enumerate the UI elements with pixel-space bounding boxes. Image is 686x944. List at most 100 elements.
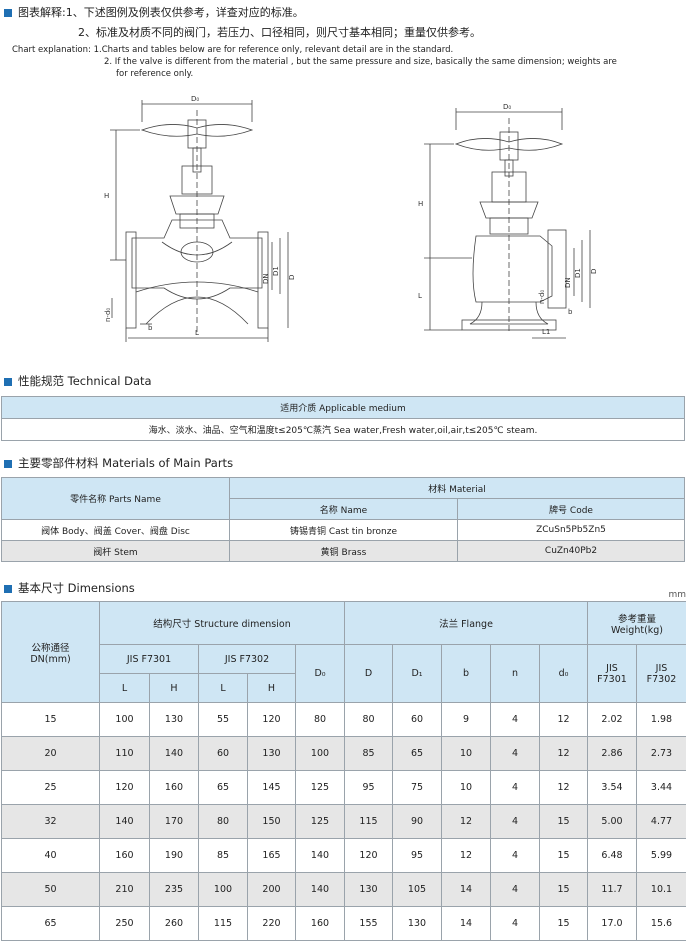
table-row: 阀体 Body、阀盖 Cover、阀盘 Disc 铸锡青铜 Cast tin b… xyxy=(1,519,685,541)
dim-col-w1: JIS F7301 xyxy=(587,644,637,703)
dim-cell: 80 xyxy=(295,702,345,737)
label-d: D xyxy=(288,275,296,280)
dim-col-w2: JIS F7302 xyxy=(636,644,686,703)
dim-cell: 140 xyxy=(149,736,199,771)
label2-l: L xyxy=(418,292,422,300)
dim-cell: 25 xyxy=(1,770,100,805)
label-h: H xyxy=(104,192,109,200)
label-nd: n-d₀ xyxy=(104,308,112,322)
dim-cell: 12 xyxy=(539,770,588,805)
dim-cell: 32 xyxy=(1,804,100,839)
bullet-square-icon xyxy=(4,585,12,593)
dim-cell: 50 xyxy=(1,872,100,907)
dim-col-flange: 法兰 Flange xyxy=(344,601,588,645)
table-row: 阀杆 Stem 黄铜 Brass CuZn40Pb2 xyxy=(1,540,685,562)
note-line-2: 2、标准及材质不同的阀门，若压力、口径相同，则尺寸基本相同；重量仅供参考。 xyxy=(78,26,481,39)
label2-d: D xyxy=(590,269,598,274)
dim-cell: 130 xyxy=(247,736,296,771)
dim-cell: 15 xyxy=(1,702,100,737)
dim-col-l2: L xyxy=(198,673,248,703)
dim-cell: 100 xyxy=(99,702,150,737)
tech-section-title: 性能规范 Technical Data xyxy=(4,373,152,389)
mat-code: CuZn40Pb2 xyxy=(457,540,685,562)
dim-cell: 105 xyxy=(392,872,442,907)
dim-cell: 65 xyxy=(1,906,100,941)
dim-col-jis1: JIS F7301 xyxy=(99,644,199,674)
dim-cell: 90 xyxy=(392,804,442,839)
dim-cell: 14 xyxy=(441,906,491,941)
dim-cell: 14 xyxy=(441,872,491,907)
dim-cell: 15.6 xyxy=(636,906,686,941)
mat-code: ZCuSn5Pb5Zn5 xyxy=(457,519,685,541)
dim-cell: 10 xyxy=(441,770,491,805)
note-en-line-2: 2. If the valve is different from the ma… xyxy=(104,57,617,67)
dim-cell: 4 xyxy=(490,906,540,941)
dim-cell: 150 xyxy=(247,804,296,839)
mat-part: 阀杆 Stem xyxy=(1,540,230,562)
dim-cell: 140 xyxy=(99,804,150,839)
dimensions-section-title: 基本尺寸 Dimensions xyxy=(4,580,135,596)
dim-cell: 4 xyxy=(490,702,540,737)
dim-cell: 140 xyxy=(295,872,345,907)
dim-cell: 5.99 xyxy=(636,838,686,873)
dim-cell: 11.7 xyxy=(587,872,637,907)
dim-cell: 80 xyxy=(344,702,393,737)
dim-col-jis2: JIS F7302 xyxy=(198,644,296,674)
dim-cell: 75 xyxy=(392,770,442,805)
dim-cell: 165 xyxy=(247,838,296,873)
dim-cell: 65 xyxy=(198,770,248,805)
dim-cell: 115 xyxy=(344,804,393,839)
dim-cell: 115 xyxy=(198,906,248,941)
mat-name: 黄铜 Brass xyxy=(229,540,458,562)
dim-cell: 15 xyxy=(539,906,588,941)
dim-cell: 120 xyxy=(247,702,296,737)
label2-b: b xyxy=(568,308,573,316)
dim-cell: 130 xyxy=(149,702,199,737)
dim-cell: 15 xyxy=(539,838,588,873)
dim-col-structure: 结构尺寸 Structure dimension xyxy=(99,601,345,645)
dim-cell: 125 xyxy=(295,804,345,839)
dim-cell: 3.44 xyxy=(636,770,686,805)
dim-cell: 12 xyxy=(441,804,491,839)
bullet-square-icon xyxy=(4,9,12,17)
dim-cell: 6.48 xyxy=(587,838,637,873)
dim-cell: 15 xyxy=(539,804,588,839)
dim-cell: 155 xyxy=(344,906,393,941)
dim-cell: 160 xyxy=(149,770,199,805)
unit-label: mm xyxy=(668,590,686,600)
materials-section-title: 主要零部件材料 Materials of Main Parts xyxy=(4,455,233,471)
dim-cell: 80 xyxy=(198,804,248,839)
dim-cell: 120 xyxy=(344,838,393,873)
dim-cell: 170 xyxy=(149,804,199,839)
dim-cell: 130 xyxy=(392,906,442,941)
dim-cell: 95 xyxy=(344,770,393,805)
dim-cell: 85 xyxy=(198,838,248,873)
dim-col-dn: 公称通径 DN(mm) xyxy=(1,601,100,703)
mat-col-code: 牌号 Code xyxy=(457,498,685,520)
dim-col-b: b xyxy=(441,644,491,703)
dim-cell: 200 xyxy=(247,872,296,907)
dim-cell: 5.00 xyxy=(587,804,637,839)
straight-globe-valve-drawing: D₀ H L DN D1 D b n-d₀ xyxy=(104,95,296,342)
dim-cell: 4 xyxy=(490,838,540,873)
label-dn: DN xyxy=(262,273,270,284)
tech-header: 适用介质 Applicable medium xyxy=(1,396,685,419)
dim-cell: 4.77 xyxy=(636,804,686,839)
dim-cell: 100 xyxy=(295,736,345,771)
mat-part: 阀体 Body、阀盖 Cover、阀盘 Disc xyxy=(1,519,230,541)
dim-cell: 220 xyxy=(247,906,296,941)
dimensions-table: 公称通径 DN(mm) 结构尺寸 Structure dimension 法兰 … xyxy=(1,601,686,941)
dim-cell: 12 xyxy=(539,736,588,771)
dim-cell: 95 xyxy=(392,838,442,873)
note-line-1: 图表解释:1、下述图例及例表仅供参考，详查对应的标准。 xyxy=(4,6,304,19)
bullet-square-icon xyxy=(4,378,12,386)
label2-dn: DN xyxy=(564,277,572,288)
dim-cell: 160 xyxy=(99,838,150,873)
dim-cell: 130 xyxy=(344,872,393,907)
dim-cell: 2.02 xyxy=(587,702,637,737)
dim-cell: 65 xyxy=(392,736,442,771)
